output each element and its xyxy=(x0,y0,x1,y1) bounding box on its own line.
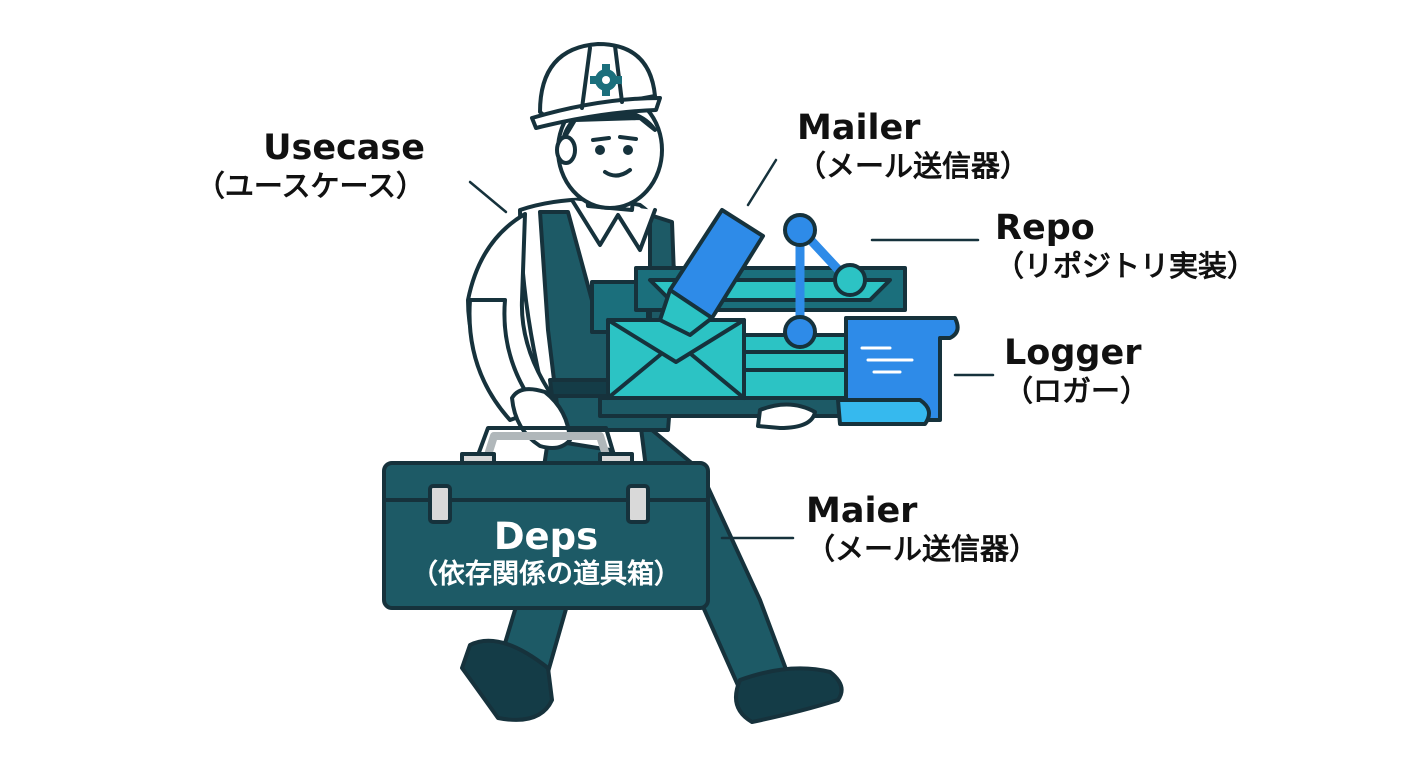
label-deps: Deps （依存関係の道具箱） xyxy=(385,515,707,591)
leader-usecase xyxy=(470,182,506,212)
label-repo: Repo （リポジトリ実装） xyxy=(995,208,1256,284)
scroll-log-icon xyxy=(838,318,958,424)
label-maier-en: Maier xyxy=(806,491,1038,532)
label-deps-en: Deps xyxy=(385,515,707,559)
label-logger: Logger （ロガー） xyxy=(1004,333,1149,409)
label-repo-jp: （リポジトリ実装） xyxy=(995,249,1256,283)
label-logger-jp: （ロガー） xyxy=(1004,374,1149,408)
label-mailer: Mailer （メール送信器） xyxy=(797,108,1029,184)
label-usecase-en: Usecase xyxy=(196,128,425,169)
label-maier: Maier （メール送信器） xyxy=(806,491,1038,567)
label-usecase: Usecase （ユースケース） xyxy=(196,128,425,204)
label-logger-en: Logger xyxy=(1004,333,1149,374)
label-maier-jp: （メール送信器） xyxy=(806,532,1038,566)
envelope-icon xyxy=(608,320,744,398)
leader-mailer xyxy=(748,160,776,205)
label-usecase-jp: （ユースケース） xyxy=(196,169,425,203)
label-mailer-en: Mailer xyxy=(797,108,1029,149)
shoes xyxy=(462,641,842,722)
label-mailer-jp: （メール送信器） xyxy=(797,149,1029,183)
label-deps-jp: （依存関係の道具箱） xyxy=(385,559,707,591)
label-repo-en: Repo xyxy=(995,208,1256,249)
